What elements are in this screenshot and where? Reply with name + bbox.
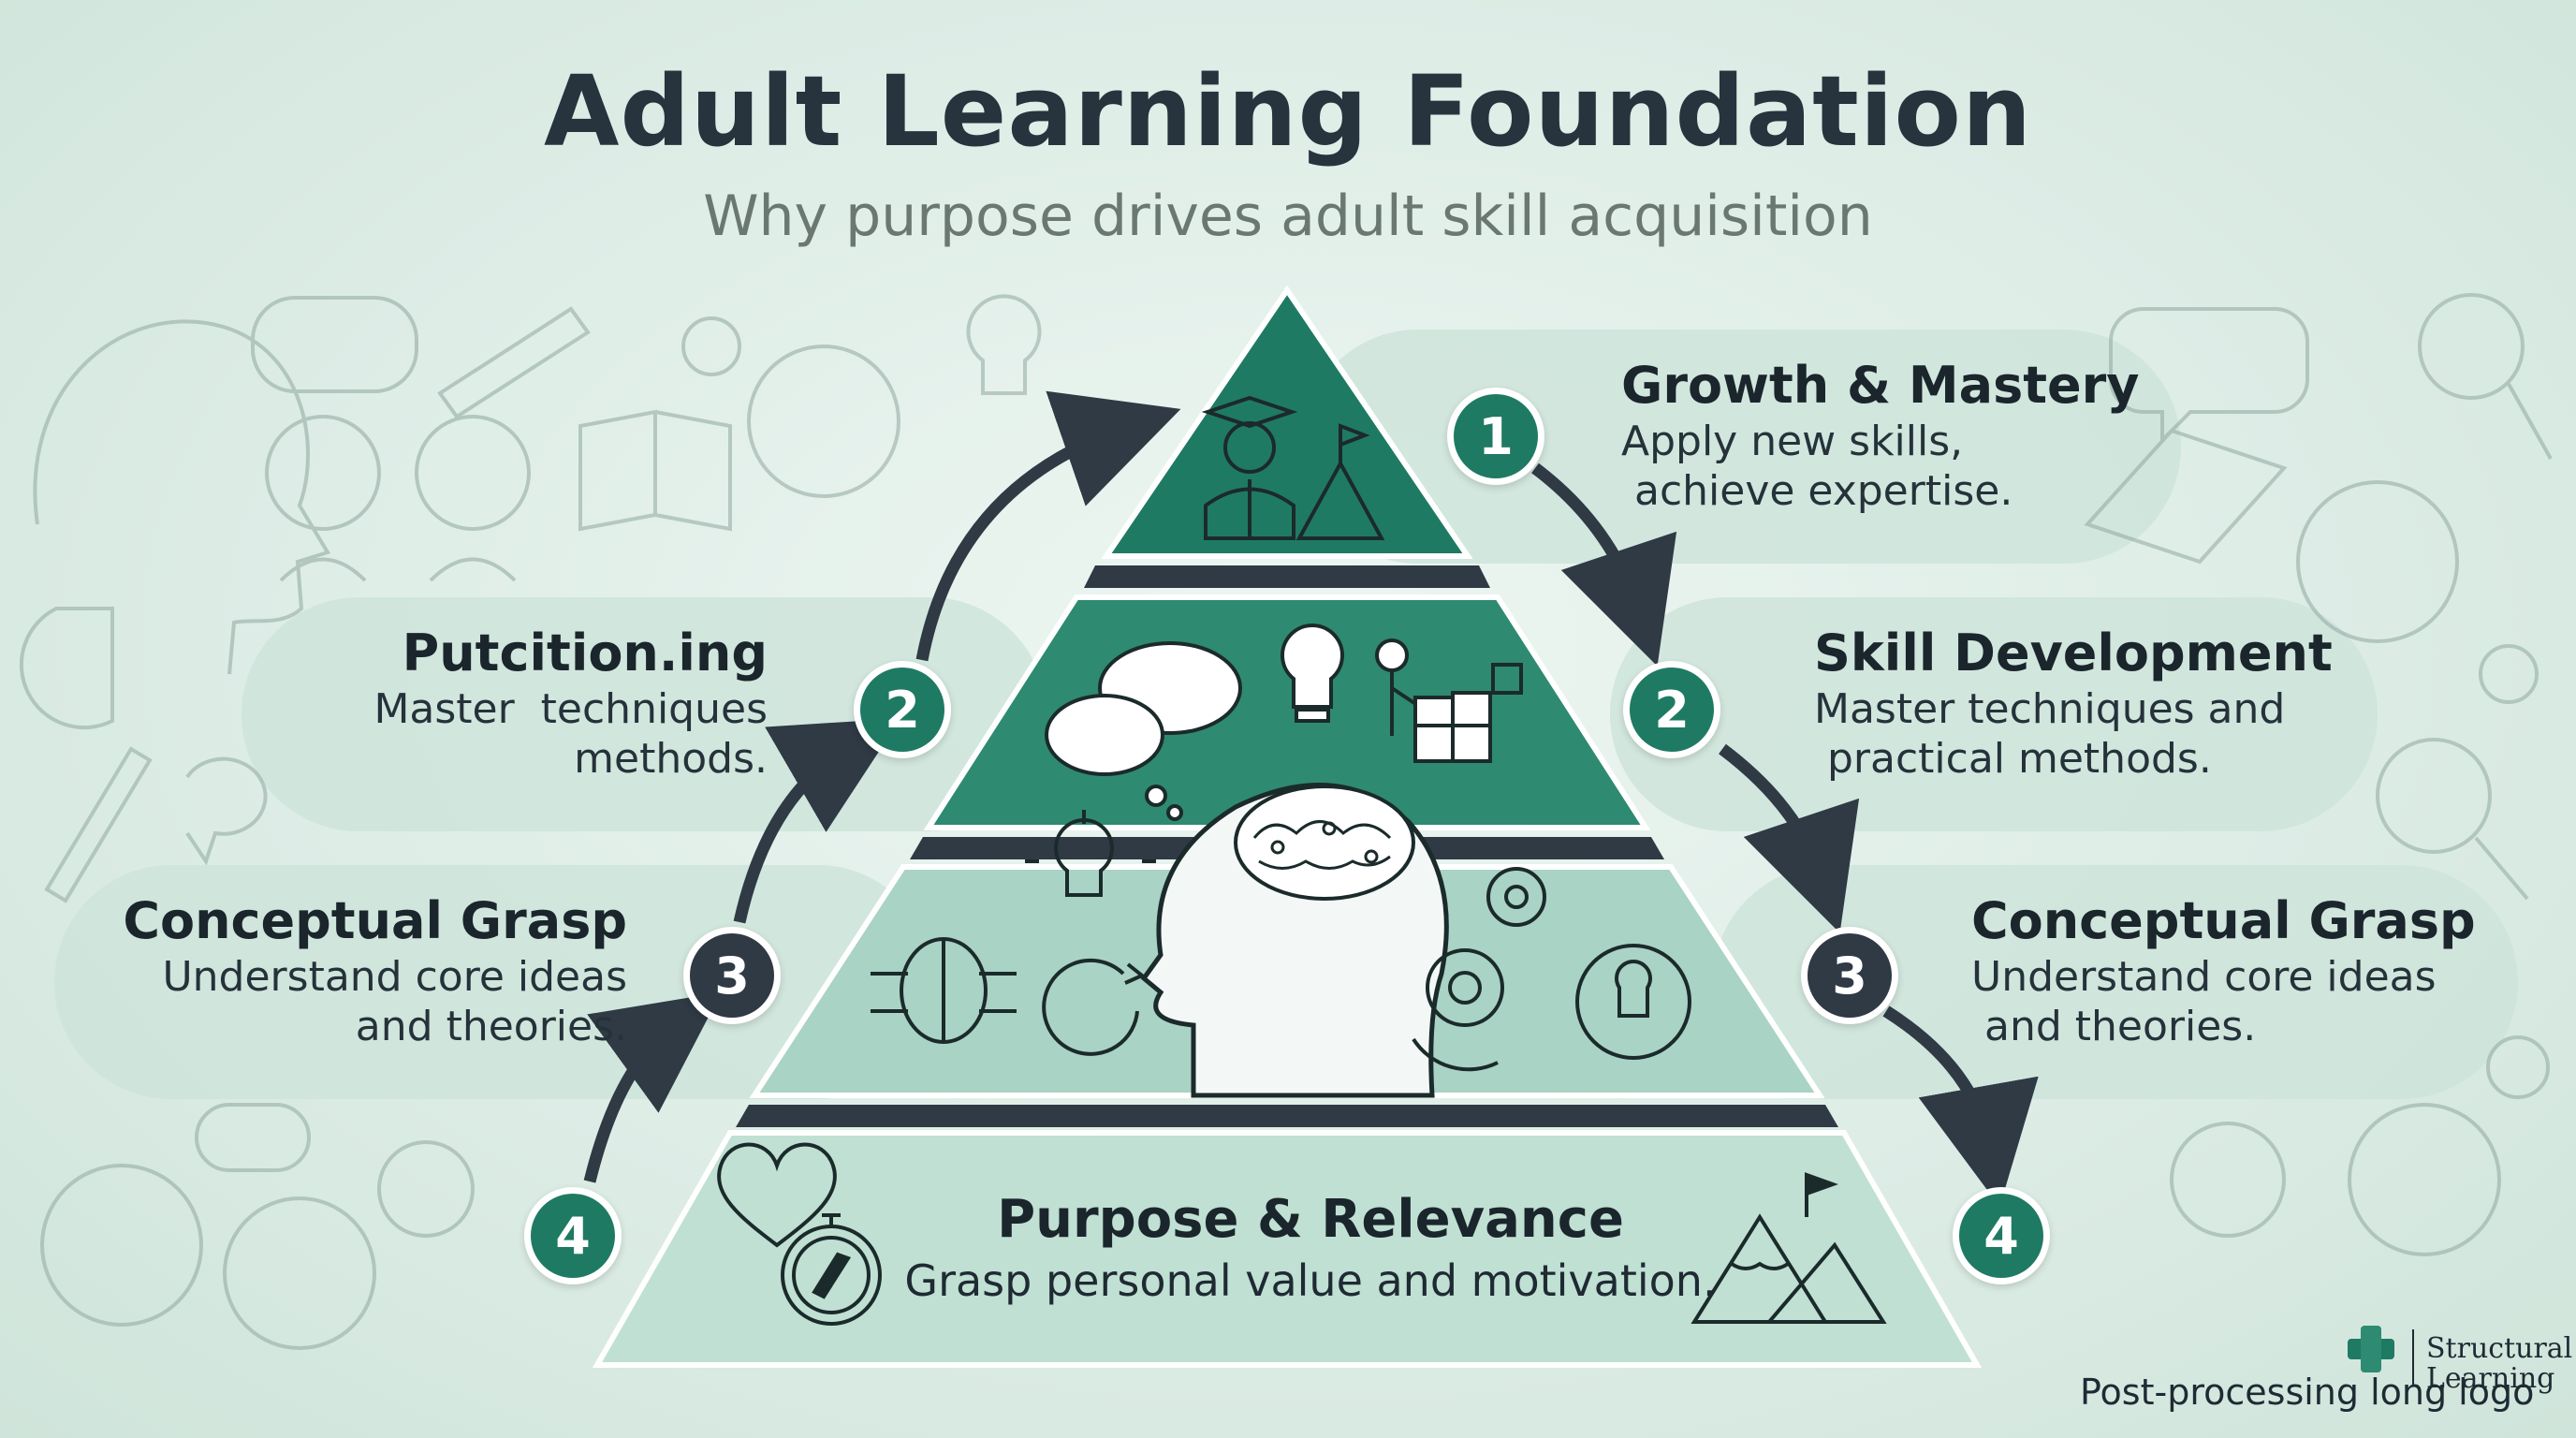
- graduate-icon: [1201, 395, 1298, 540]
- cycle-arrows-icon: [1575, 944, 1691, 1060]
- tier-heading: Conceptual Grasp: [1971, 891, 2476, 950]
- label-growth-mastery: Growth & Mastery Apply new skills, achie…: [1621, 356, 2139, 517]
- tier-description-line: achieve expertise.: [1621, 467, 2013, 516]
- step-badge-right-2: 2: [1623, 661, 1720, 758]
- pencil-icon: [437, 306, 591, 419]
- gear-icon: [1426, 867, 1546, 1027]
- child-face-icon: [415, 415, 531, 531]
- tier-description-line: Understand core ideas: [1971, 952, 2437, 1001]
- brain-head-icon: [747, 345, 900, 498]
- child-face-icon: [40, 1164, 203, 1327]
- gear-icon: [2486, 1035, 2550, 1099]
- lightbulb-icon: [1025, 810, 1156, 897]
- gear-icon: [2479, 644, 2539, 704]
- book-icon: [2084, 428, 2288, 565]
- arrow-right-3-to-4: [1882, 1005, 2039, 1208]
- speech-bubble-icon: [251, 296, 418, 393]
- lightbulb-icon: [966, 294, 1042, 395]
- band-skill-right: [1610, 597, 2378, 831]
- tier-description: Grasp personal value and motivation.: [904, 1255, 1717, 1306]
- tier-description-line: practical methods.: [1814, 735, 2212, 784]
- heart-icon: [717, 1142, 837, 1248]
- step-badge-right-1: 1: [1447, 388, 1544, 485]
- step-badge-left-2: 2: [854, 661, 951, 758]
- gear-icon: [681, 316, 741, 376]
- speech-bubble-icon: [185, 756, 268, 866]
- arrow-left-2-to-top: [915, 390, 1181, 662]
- brain-network-icon: [871, 937, 1017, 1044]
- speech-bubble-icon: [1045, 641, 1242, 821]
- arrow-right-1-to-2: [1531, 462, 1677, 667]
- label-skill-development: Skill Development Master techniques and …: [1814, 624, 2333, 785]
- pyramid-gap-3: [736, 1105, 1838, 1127]
- label-conceptual-grasp-right: Conceptual Grasp Understand core ideas a…: [1971, 891, 2476, 1052]
- structural-learning-logo: Structural Learning: [2426, 1334, 2572, 1393]
- book-icon: [578, 409, 732, 532]
- compass-icon: [781, 1213, 882, 1326]
- tier-heading: Skill Development: [1814, 624, 2333, 682]
- child-face-icon: [223, 1196, 376, 1350]
- logo-line: Learning: [2426, 1361, 2555, 1395]
- magnifier-icon: [2418, 293, 2525, 400]
- cycle-arrows-icon: [1042, 958, 1146, 1056]
- gear-icon: [377, 1140, 475, 1238]
- magnifier-icon: [2376, 738, 2492, 854]
- pyramid-tier-base: [592, 1130, 1983, 1368]
- arrow-left-3-to-2: [733, 718, 901, 924]
- tier-description-line: Understand core ideas: [162, 952, 627, 1001]
- cycle-arrows-icon: [1412, 1037, 1499, 1072]
- child-face-icon: [265, 415, 381, 531]
- pyramid-gap-1: [1084, 565, 1490, 588]
- tier-description-line: methods.: [574, 735, 768, 784]
- tier-description-line: Master techniques: [373, 684, 768, 733]
- brain-head-icon: [2348, 1103, 2501, 1256]
- step-badge-right-4: 4: [1953, 1187, 2050, 1284]
- label-putcition: Putcition.ing Master techniques methods.: [300, 624, 768, 785]
- tier-description-line: and theories.: [1971, 1003, 2257, 1051]
- mountain-flag-icon: [1295, 423, 1385, 540]
- pyramid-tier-top: [1101, 285, 1473, 559]
- head-brain-icon: [1140, 783, 1449, 1098]
- magnifier-icon: [2170, 1122, 2286, 1238]
- step-badge-left-3: 3: [683, 927, 781, 1024]
- step-badge-right-3: 3: [1801, 927, 1898, 1024]
- background-doodles: [19, 293, 2553, 1350]
- brain-head-icon: [2296, 480, 2459, 643]
- lightbulb-icon: [1281, 624, 1344, 723]
- tier-description-line: Apply new skills,: [1621, 417, 1964, 465]
- pie-chart-icon: [19, 607, 114, 730]
- tier-description-line: Master techniques and: [1814, 684, 2286, 733]
- arrow-right-2-to-3: [1719, 743, 1860, 933]
- structural-learning-logo-icon: [2348, 1326, 2414, 1386]
- worker-boxes-icon: [1375, 638, 1523, 763]
- speech-bubble-icon: [195, 1103, 311, 1172]
- tier-heading: Purpose & Relevance: [997, 1189, 1624, 1250]
- label-conceptual-grasp-left: Conceptual Grasp Understand core ideas a…: [103, 891, 627, 1052]
- mountain-flag-icon: [1690, 1172, 1887, 1324]
- page-title: Adult Learning Foundation: [543, 54, 2033, 169]
- tier-heading: Conceptual Grasp: [123, 891, 627, 950]
- pencil-icon: [44, 746, 153, 903]
- arrow-left-4-to-3: [583, 991, 722, 1183]
- label-purpose-relevance: Purpose & Relevance Grasp personal value…: [786, 1189, 1835, 1306]
- speech-bubble-icon: [2109, 307, 2309, 445]
- head-silhouette-icon: [33, 319, 331, 675]
- step-badge-left-4: 4: [524, 1187, 622, 1284]
- tier-heading: Putcition.ing: [402, 624, 768, 682]
- tier-heading: Growth & Mastery: [1621, 356, 2140, 415]
- footer-caption: Post-processing long logo: [2080, 1372, 2535, 1413]
- tier-description-line: and theories.: [355, 1003, 627, 1051]
- logo-line: Structural: [2426, 1332, 2573, 1365]
- page-subtitle: Why purpose drives adult skill acquisiti…: [703, 183, 1873, 249]
